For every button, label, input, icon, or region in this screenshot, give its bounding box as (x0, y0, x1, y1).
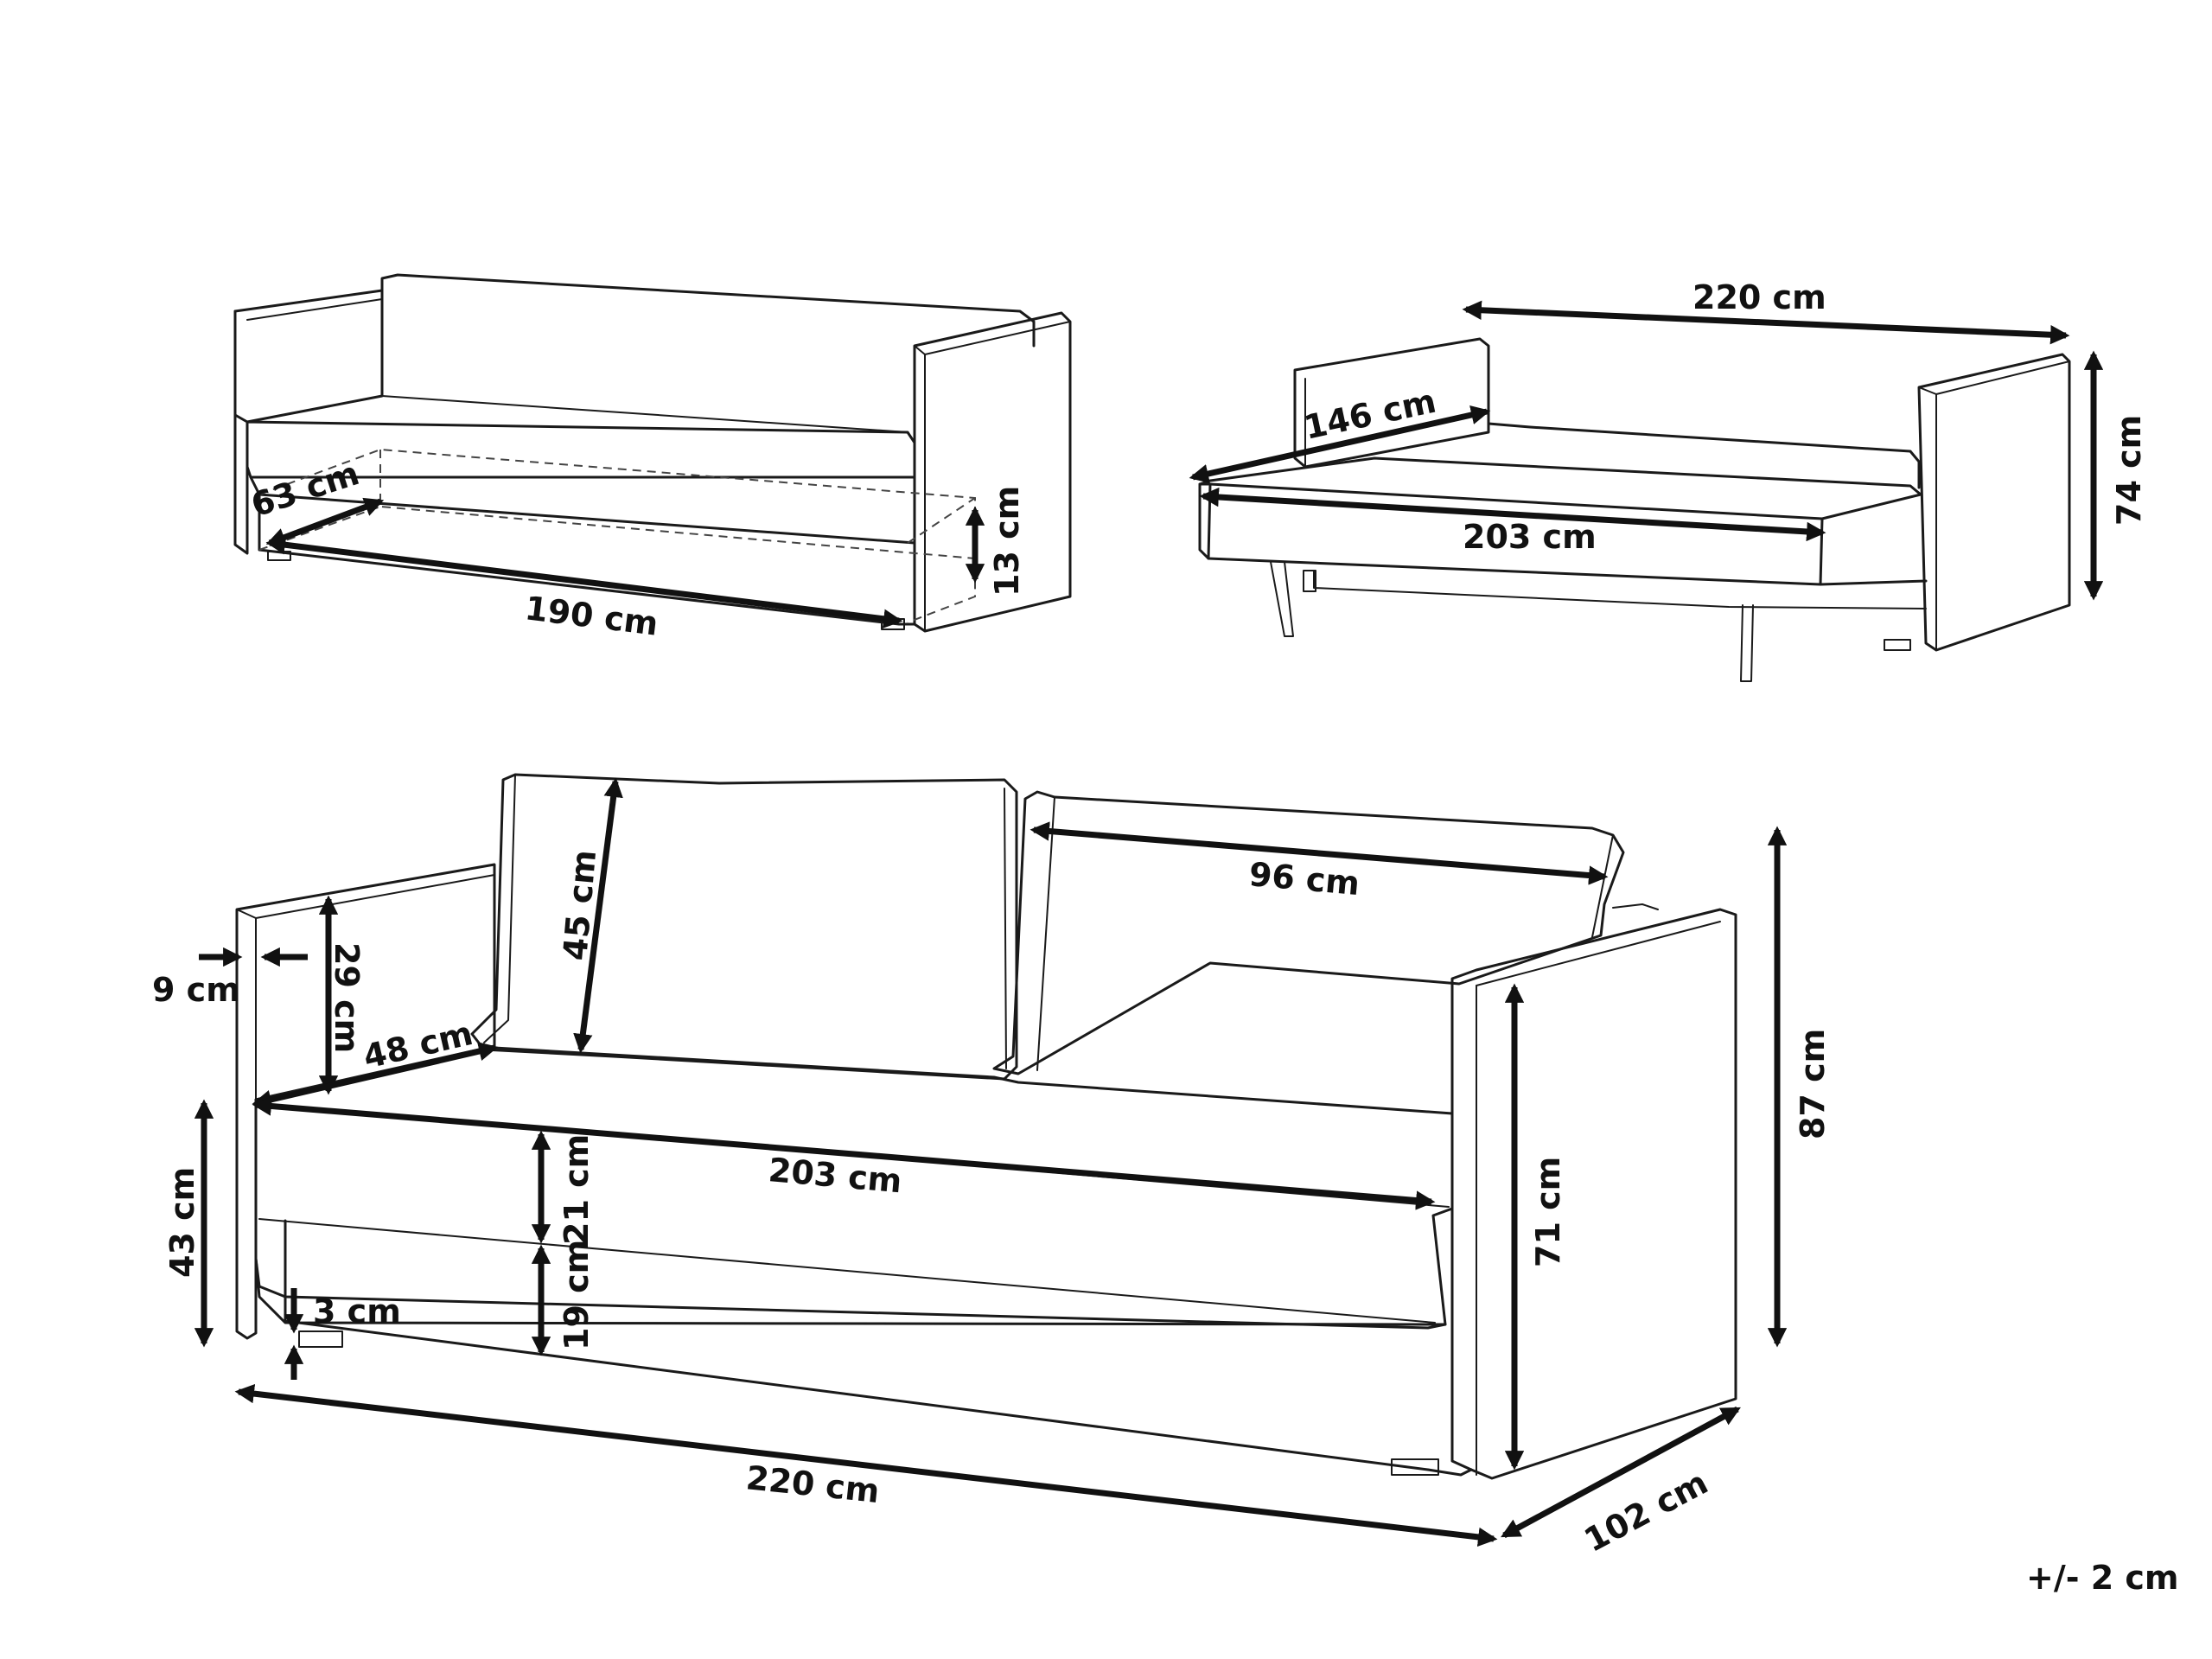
label-seat-cushion-thickness: 21 cm (558, 1134, 596, 1245)
label-total-width-top: 220 cm (1692, 278, 1826, 316)
label-seat-height: 43 cm (163, 1167, 201, 1278)
label-leg-height: 3 cm (313, 1292, 401, 1330)
label-tolerance: +/- 2 cm (2026, 1559, 2179, 1597)
label-base-height: 19 cm (558, 1240, 596, 1350)
label-height-74: 74 cm (2110, 415, 2148, 526)
dim-line-102cm (1501, 1406, 1741, 1539)
label-mattress-length: 203 cm (1463, 518, 1597, 556)
dim-line-96cm (1030, 821, 1609, 885)
label-total-depth: 102 cm (1578, 1463, 1714, 1559)
label-arm-total-height: 71 cm (1529, 1157, 1567, 1267)
sofa-bed-outline (1198, 337, 2071, 682)
dim-line-190cm (265, 535, 903, 629)
dim-line-220cm-top (1462, 300, 2070, 345)
dim-line-203cm-main (252, 1096, 1436, 1210)
label-cushion-width: 96 cm (1247, 855, 1361, 903)
label-storage-height: 13 cm (988, 486, 1026, 597)
sofa-storage-view: 63 cm 190 cm 13 cm (233, 273, 1072, 643)
sofa-bed-open-view: 220 cm 146 cm 203 cm 74 cm (1189, 278, 2148, 682)
dim-line-220cm-main (234, 1383, 1498, 1547)
dim-line-48cm (252, 1042, 499, 1109)
sofa-storage-outline (233, 273, 1072, 633)
dim-line-203cm-top (1199, 487, 1826, 542)
label-total-height: 87 cm (1794, 1029, 1832, 1139)
dim-line-146cm (1189, 405, 1491, 484)
dim-line-45cm (573, 777, 623, 1054)
sofa-main-view: 9 cm 29 cm 48 cm 45 cm 96 cm 203 cm 21 c… (152, 773, 1832, 1560)
sofa-main-outline (235, 773, 1737, 1480)
label-arm-height: 29 cm (328, 942, 366, 1053)
label-bed-length: 190 cm (523, 589, 660, 643)
label-arm-width: 9 cm (152, 971, 240, 1009)
